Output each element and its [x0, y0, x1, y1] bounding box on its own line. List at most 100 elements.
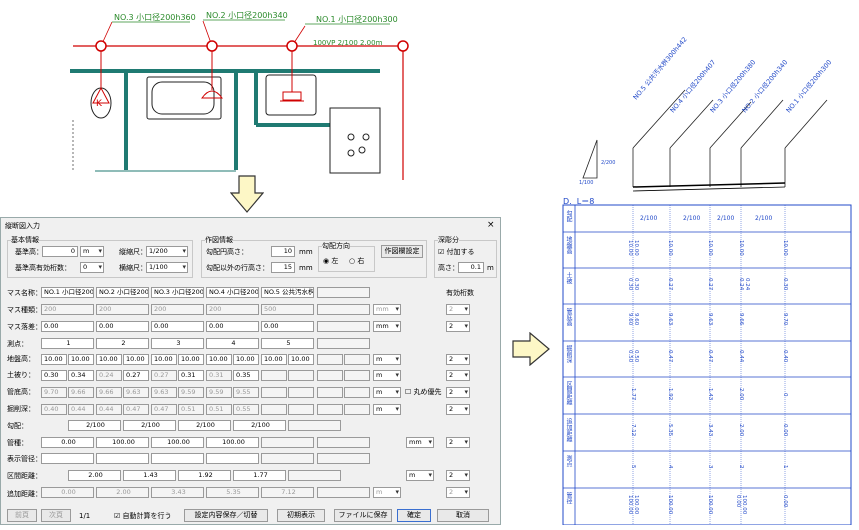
cover-unit-select[interactable]: m: [373, 370, 401, 381]
save-file-button[interactable]: ファイルに保存: [334, 509, 392, 522]
cover-input[interactable]: [344, 370, 370, 381]
display-pipe-input[interactable]: [261, 453, 314, 464]
ref-height-input[interactable]: 0: [42, 246, 78, 257]
dig-input[interactable]: 0.44: [96, 404, 122, 415]
dig-input[interactable]: 0.47: [151, 404, 177, 415]
pipe-input[interactable]: 100.00: [206, 437, 259, 448]
ground-input[interactable]: 10.00: [41, 354, 67, 365]
cumulative-input[interactable]: 2.00: [96, 487, 149, 498]
draw-settings-button[interactable]: 作図欄設定: [381, 245, 423, 258]
mass-name-input[interactable]: NO.2 小口径200: [96, 287, 149, 298]
dig-input[interactable]: 0.47: [123, 404, 149, 415]
dig-unit-select[interactable]: m: [373, 404, 401, 415]
cover-input[interactable]: 0.31: [206, 370, 232, 381]
ground-input[interactable]: 10.00: [151, 354, 177, 365]
other-height-input[interactable]: 15: [271, 262, 295, 273]
cover-input[interactable]: 0.35: [233, 370, 259, 381]
dig-input[interactable]: [288, 404, 314, 415]
invert-input[interactable]: 9.70: [41, 387, 67, 398]
prev-page-button[interactable]: 前頁: [7, 509, 37, 522]
cumulative-input[interactable]: 0.00: [41, 487, 94, 498]
point-input[interactable]: 2: [96, 338, 149, 349]
dir-left-radio[interactable]: ◉ 左: [323, 257, 339, 265]
mass-name-input[interactable]: [317, 287, 370, 298]
cover-input[interactable]: 0.34: [68, 370, 94, 381]
section-input[interactable]: 1.43: [123, 470, 176, 481]
dig-input[interactable]: [344, 404, 370, 415]
dig-input[interactable]: 0.51: [206, 404, 232, 415]
cover-input[interactable]: [317, 370, 343, 381]
ground-input[interactable]: 10.00: [206, 354, 232, 365]
ok-button[interactable]: 確定: [397, 509, 431, 522]
mass-type-input[interactable]: [317, 304, 370, 315]
display-pipe-input[interactable]: [151, 453, 204, 464]
slope-input[interactable]: 2/100: [178, 420, 231, 431]
invert-unit-select[interactable]: m: [373, 387, 401, 398]
cover-input[interactable]: 0.31: [178, 370, 204, 381]
mass-type-input[interactable]: 500: [261, 304, 314, 315]
dig-input[interactable]: 0.40: [41, 404, 67, 415]
mass-name-input[interactable]: NO.5 公共汚水桝: [261, 287, 314, 298]
invert-input[interactable]: 9.55: [233, 387, 259, 398]
round-priority-checkbox[interactable]: ☐ 丸め優先: [405, 388, 442, 396]
mass-name-input[interactable]: NO.1 小口径200: [41, 287, 94, 298]
ground-input[interactable]: [344, 354, 370, 365]
dig-input[interactable]: 0.51: [178, 404, 204, 415]
mass-name-input[interactable]: NO.4 小口径200: [206, 287, 259, 298]
point-input[interactable]: [317, 338, 370, 349]
slope-input[interactable]: 2/100: [123, 420, 176, 431]
slope-input[interactable]: 2/100: [68, 420, 121, 431]
invert-input[interactable]: [288, 387, 314, 398]
invert-input[interactable]: [261, 387, 287, 398]
cumulative-input[interactable]: 7.12: [261, 487, 314, 498]
mass-type-input[interactable]: 200: [96, 304, 149, 315]
mass-drop-input[interactable]: 0.00: [261, 321, 314, 332]
invert-input[interactable]: 9.63: [151, 387, 177, 398]
section-input[interactable]: 1.77: [233, 470, 286, 481]
extra-add-checkbox[interactable]: ☑ 付加する: [438, 248, 475, 256]
ground-input[interactable]: 10.00: [96, 354, 122, 365]
mass-drop-input[interactable]: 0.00: [206, 321, 259, 332]
ground-input[interactable]: [317, 354, 343, 365]
ground-input[interactable]: 10.00: [288, 354, 314, 365]
point-input[interactable]: 1: [41, 338, 94, 349]
invert-input[interactable]: 9.59: [178, 387, 204, 398]
cumulative-input[interactable]: [317, 487, 370, 498]
auto-calc-checkbox[interactable]: ☑ 自動計算を行う: [114, 512, 172, 520]
cover-input[interactable]: 0.24: [96, 370, 122, 381]
close-icon[interactable]: ×: [487, 220, 495, 230]
section-input[interactable]: [288, 470, 341, 481]
invert-input[interactable]: [344, 387, 370, 398]
cover-digit-select[interactable]: 2: [446, 370, 470, 381]
ground-unit-select[interactable]: m: [373, 354, 401, 365]
extra-height-input[interactable]: 0.1: [458, 262, 484, 273]
mass-type-input[interactable]: 200: [41, 304, 94, 315]
ref-height-unit-select[interactable]: m: [80, 246, 104, 257]
cancel-button[interactable]: 取消: [437, 509, 489, 522]
hscale-select[interactable]: 1/100: [146, 262, 188, 273]
pipe-input[interactable]: 100.00: [151, 437, 204, 448]
invert-input[interactable]: [317, 387, 343, 398]
pipe-input[interactable]: [317, 437, 370, 448]
pipe-input[interactable]: [261, 437, 314, 448]
dig-input[interactable]: 0.44: [68, 404, 94, 415]
next-page-button[interactable]: 次頁: [41, 509, 71, 522]
invert-input[interactable]: 9.66: [68, 387, 94, 398]
pipe-digit-select[interactable]: 2: [446, 437, 470, 448]
initial-display-button[interactable]: 初期表示: [277, 509, 325, 522]
slope-input[interactable]: 2/100: [233, 420, 286, 431]
ground-digit-select[interactable]: 2: [446, 354, 470, 365]
slope-input[interactable]: [288, 420, 341, 431]
point-input[interactable]: 4: [206, 338, 259, 349]
dig-input[interactable]: 0.55: [233, 404, 259, 415]
mass-drop-input[interactable]: 0.00: [151, 321, 204, 332]
display-pipe-input[interactable]: [96, 453, 149, 464]
mass-name-input[interactable]: NO.3 小口径200: [151, 287, 204, 298]
pipe-unit-select[interactable]: mm: [406, 437, 434, 448]
dig-input[interactable]: [317, 404, 343, 415]
ground-input[interactable]: 10.00: [68, 354, 94, 365]
dig-input[interactable]: [261, 404, 287, 415]
mass-drop-unit-select[interactable]: mm: [373, 321, 401, 332]
display-pipe-input[interactable]: [317, 453, 370, 464]
section-unit-select[interactable]: m: [406, 470, 434, 481]
